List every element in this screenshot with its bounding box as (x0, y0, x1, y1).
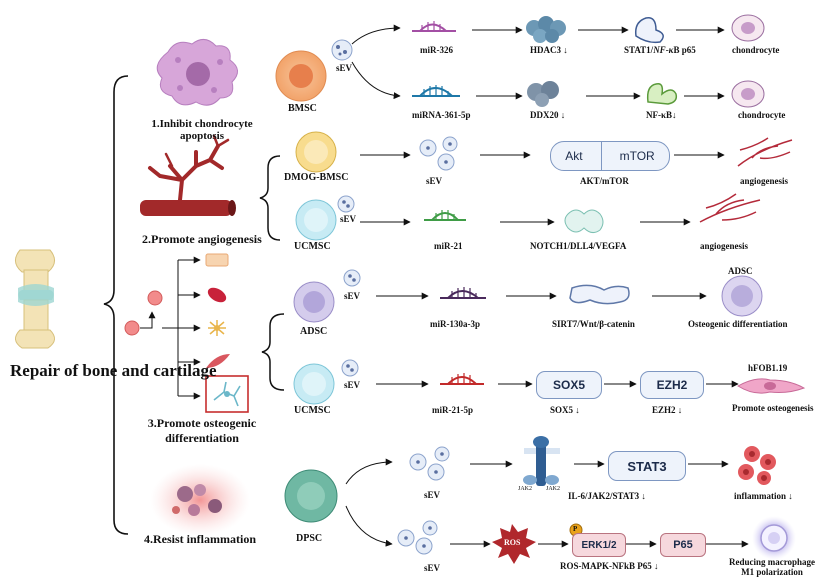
akt-label: Akt (565, 149, 583, 163)
ucmsc-label-2: UCMSC (294, 405, 331, 416)
ucmsc-cell-2 (293, 363, 335, 405)
blood-vessel-icon (140, 134, 236, 216)
sox5-pill: SOX5 (536, 371, 602, 399)
chondrocyte-label-2: chondrocyte (738, 110, 786, 120)
mir-130a-3p-label: miR-130a-3p (430, 319, 480, 329)
mir-21-5p-icon (440, 373, 484, 385)
jak2-label-right: JAK2 (546, 486, 561, 492)
hdac3-icon (526, 16, 566, 43)
main-title: Repair of bone and cartilage (10, 361, 217, 380)
sev-vesicle-cluster-2 (409, 446, 450, 481)
bmsc-cell (275, 50, 327, 102)
main-brace (103, 75, 129, 535)
sirt7-wnt-label: SIRT7/Wnt/β-catenin (552, 319, 635, 329)
mir-326-label: miR-326 (420, 45, 453, 55)
sev-vesicle-cluster-1 (419, 136, 458, 171)
ros-label: ROS (504, 538, 521, 547)
inflamed-cells-icon (150, 464, 250, 536)
sev-label-2: sEV (426, 176, 443, 186)
angiogenesis-vessels-1 (737, 137, 793, 167)
mir-21-label: miR-21 (434, 241, 463, 251)
dpsc-cell (284, 469, 338, 523)
macrophage-icon (752, 516, 796, 560)
chondrocyte-cell-1 (731, 14, 765, 42)
il6-receptor-icon (523, 436, 560, 486)
adsc-outcome-cell-label: ADSC (728, 266, 753, 276)
erk-pill: ERK1/2 (572, 533, 626, 557)
angiogenesis-brace (259, 155, 281, 241)
notch-label: NOTCH1/DLL4/VEGFA (530, 241, 627, 251)
hdac3-label: HDAC3 ↓ (530, 45, 568, 55)
adsc-cell (293, 281, 335, 323)
angiogenesis-label-1: angiogenesis (740, 176, 789, 186)
chondrocyte-cell-2 (731, 80, 765, 108)
il6-jak2-stat3-label: IL-6/JAK2/STAT3 ↓ (568, 491, 646, 501)
angiogenesis-vessels-2 (699, 193, 761, 223)
jak2-label-left: JAK2 (518, 486, 533, 492)
stat1-icon (634, 17, 664, 44)
p65-pill: P65 (660, 533, 706, 557)
mtor-label: mTOR (619, 149, 655, 163)
promote-osteogenesis-label: Promote osteogenesis (732, 403, 814, 413)
stem-cell-differentiation-icon (124, 253, 249, 413)
sev-label-1: sEV (336, 63, 353, 73)
stat3-pill: STAT3 (608, 451, 686, 481)
sirt7-icon (569, 284, 630, 305)
akt-mtor-pill: Akt mTOR (550, 141, 670, 171)
sox5-label: SOX5 ↓ (550, 405, 580, 415)
joint-illustration (15, 249, 55, 349)
ucmsc-label-1: UCMSC (294, 241, 331, 252)
section-2-label: 2.Promote angiogenesis (142, 232, 262, 246)
ucmsc-cell-1 (295, 199, 337, 241)
sev-label-4: sEV (344, 291, 361, 301)
apoptotic-chondrocyte-icon (156, 39, 238, 106)
phospho-label: P (573, 525, 578, 533)
nfkb-label: NF-κB↓ (646, 110, 677, 120)
sev-label-3: sEV (340, 214, 357, 224)
mir-326-icon (412, 21, 456, 32)
hfob-osteoblast-icon (737, 378, 806, 394)
adsc-label: ADSC (300, 326, 328, 337)
sev-label-5: sEV (344, 380, 361, 390)
ezh2-pill: EZH2 (640, 371, 704, 399)
sev-vesicle-4 (341, 359, 359, 377)
mirna-361-label: miRNA-361-5p (412, 110, 471, 120)
ezh2-label: EZH2 ↓ (652, 405, 683, 415)
angiogenesis-label-2: angiogenesis (700, 241, 749, 251)
inflammation-cells-icon (738, 446, 776, 485)
dmog-bmsc-cell (295, 131, 337, 173)
ros-mapk-label: ROS-MAPK-NFkB P65 ↓ (560, 561, 659, 571)
notch-icon (564, 209, 604, 234)
dmog-bmsc-label: DMOG-BMSC (284, 172, 349, 183)
sev-vesicle-group (331, 39, 353, 61)
mirna-361-5p-icon (412, 85, 460, 97)
sev-vesicle-3 (343, 269, 361, 287)
sev-label-6: sEV (424, 490, 441, 500)
hfob-label: hFOB1.19 (748, 363, 788, 373)
inflammation-label: inflammation ↓ (734, 491, 793, 501)
nfkb-icon (646, 82, 678, 105)
section-4-label: 4.Resist inflammation (144, 532, 256, 546)
ddx20-label: DDX20 ↓ (530, 110, 566, 120)
dpsc-label: DPSC (296, 533, 323, 544)
osteogenic-diff-label: Osteogenic differentiation (688, 319, 788, 329)
sev-label-7: sEV (424, 563, 441, 573)
sev-vesicle-2 (337, 195, 355, 213)
ros-icon (492, 524, 536, 564)
adsc-outcome-cell (721, 275, 763, 317)
chondrocyte-label-1: chondrocyte (732, 45, 780, 55)
ddx20-icon (527, 81, 559, 107)
osteogenic-brace (261, 313, 285, 391)
mir-21-icon (424, 210, 466, 221)
stat1-nfkb-label: STAT1/NF-κB p65 (624, 45, 696, 55)
mir-21-5p-label: miR-21-5p (432, 405, 473, 415)
mir-130a-3p-icon (440, 287, 486, 299)
akt-mtor-label: AKT/mTOR (580, 176, 629, 186)
sev-vesicle-cluster-3 (397, 520, 438, 555)
bmsc-label: BMSC (288, 103, 317, 114)
